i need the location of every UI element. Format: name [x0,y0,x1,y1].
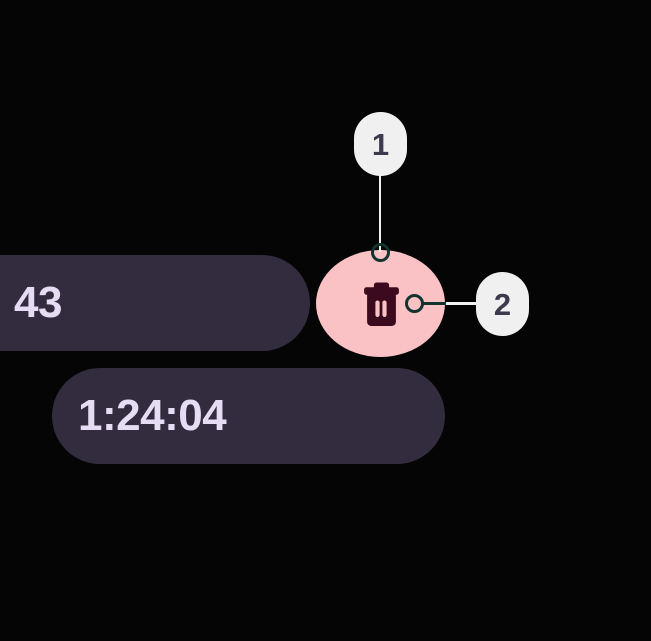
duration-chip-partial-label: 43 [14,278,62,327]
annotation-badge-1[interactable]: 1 [354,112,407,176]
annotation-connector-1 [379,172,381,252]
duration-chip-total-label: 1:24:04 [78,391,227,440]
annotation-badge-2[interactable]: 2 [476,272,529,336]
duration-chip-partial[interactable]: 43 [0,255,310,351]
annotation-badge-1-label: 1 [371,126,390,162]
annotation-connector-2-inner [421,302,446,305]
trash-icon [361,282,401,326]
annotation-anchor-1 [371,243,390,262]
annotation-badge-2-label: 2 [493,286,512,322]
duration-chip-total[interactable]: 1:24:04 [52,368,445,464]
annotation-connector-2-outer [446,302,482,305]
